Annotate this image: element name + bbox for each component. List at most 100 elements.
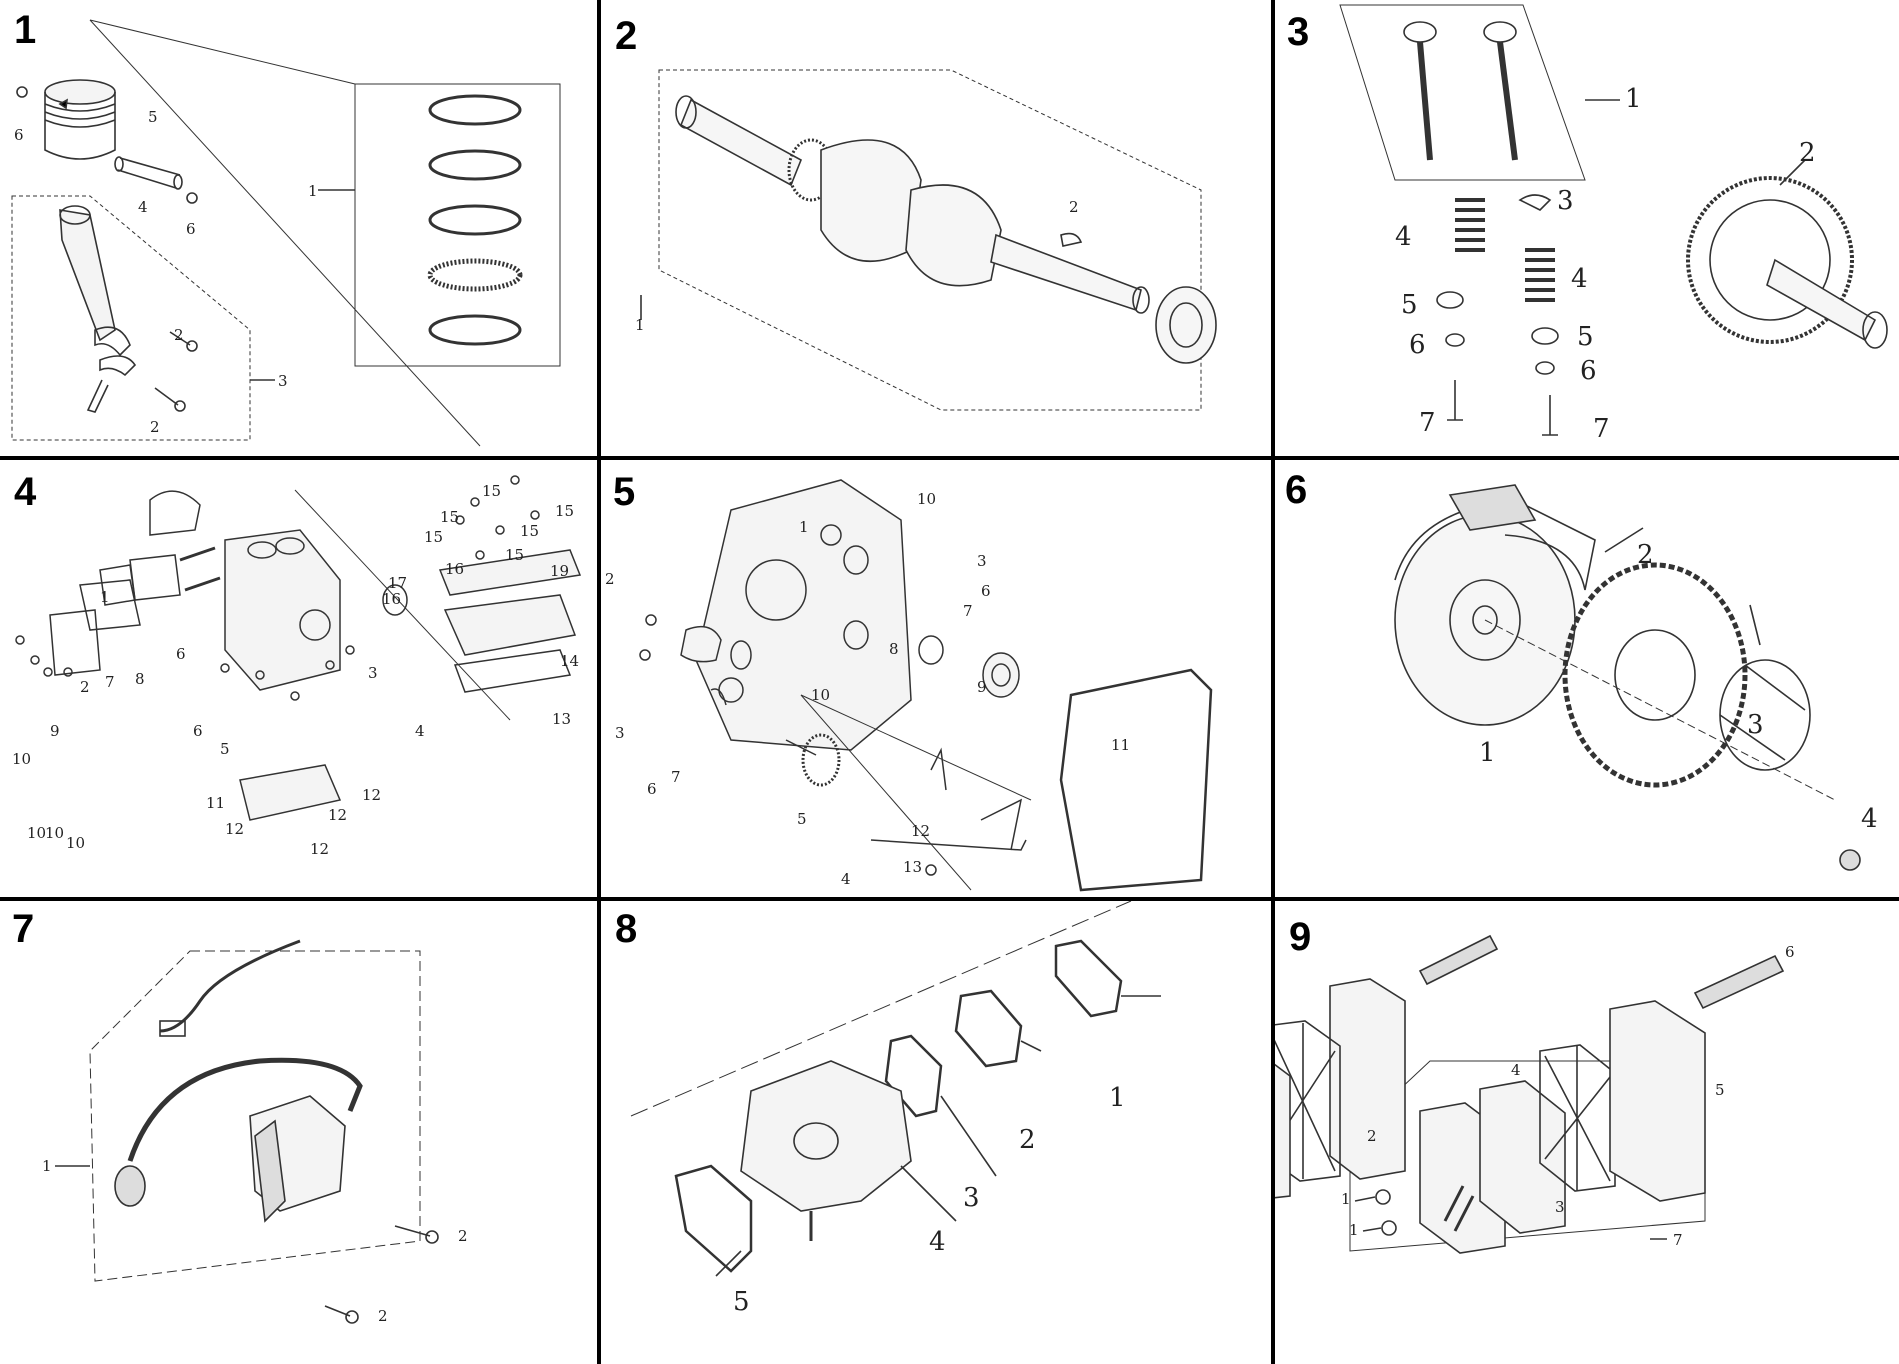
panel-5-crankcase-cover: 5 10 1 3 2 6 7 8 9 3 10 11 6 7 5 12 13 4: [601, 460, 1271, 897]
carburetor-illustration: [630, 901, 1161, 1277]
panel-5-callout: 7: [963, 602, 973, 620]
crankcase-cover-illustration: [639, 479, 1213, 892]
panel-5-callout: 10: [811, 686, 831, 704]
panel-5-callout: 9: [977, 678, 987, 696]
panel-5-callout: 6: [647, 780, 657, 798]
panel-8-callout: 1: [1109, 1083, 1126, 1113]
panel-7-callout: 2: [378, 1307, 388, 1325]
valve-train-illustration: [1339, 4, 1888, 436]
panel-4-callout: 10: [27, 824, 47, 842]
air-filter-parts-illustration: [1354, 954, 1785, 1254]
panel-3-valve-train: 3 1 2 3 4 4 5 5 6 6 7 7: [1275, 0, 1899, 456]
ignition-coil-illustration: [55, 939, 439, 1324]
crankshaft-illustration: [640, 69, 1217, 411]
panel-4-callout: 16: [382, 590, 402, 608]
panel-9-callout: 1: [1341, 1190, 1351, 1208]
panel-5-callout: 2: [605, 570, 615, 588]
panel-6-callout: 2: [1637, 540, 1654, 570]
panel-3-callout: 4: [1571, 264, 1588, 294]
panel-9-callout: 1: [1349, 1221, 1359, 1239]
panel-6-flywheel: 6 2 1 3 4: [1275, 460, 1899, 897]
divider-vertical-left: [597, 0, 601, 1364]
panel-4-callout: 10: [45, 824, 65, 842]
panel-9-callout: 5: [1715, 1081, 1725, 1099]
panel-4-callout: 13: [552, 710, 572, 728]
panel-3-callout: 6: [1409, 330, 1426, 360]
divider-vertical-right: [1271, 0, 1275, 1364]
panel-2-callout: 1: [635, 316, 645, 334]
panel-4-callout: 15: [482, 482, 502, 500]
panel-6-number: 6: [1285, 468, 1308, 512]
panel-4-callout: 17: [388, 574, 408, 592]
panel-4-callout: 15: [555, 502, 575, 520]
panel-8-number: 8: [615, 907, 638, 951]
panel-1-callout: 6: [186, 220, 196, 238]
panel-1-callout: 1: [308, 182, 318, 200]
panel-1-callout: 5: [148, 108, 158, 126]
panel-3-callout: 2: [1799, 138, 1816, 168]
panel-4-callout: 15: [505, 546, 525, 564]
panel-3-callout: 1: [1625, 84, 1642, 114]
panel-4-callout: 12: [225, 820, 245, 838]
panel-4-callout: 10: [66, 834, 86, 852]
panel-7-callout: 2: [458, 1227, 468, 1245]
panel-4-callout: 15: [424, 528, 444, 546]
panel-4-callout: 6: [193, 722, 203, 740]
panel-1-piston-assembly: 1 6 5 1 4 6 2 3 2: [0, 0, 597, 456]
panel-5-number: 5: [613, 470, 636, 514]
panel-4-callout: 11: [206, 794, 226, 812]
panel-8-callout: 3: [963, 1183, 980, 1213]
panel-5-callout: 13: [903, 858, 923, 876]
panel-3-callout: 5: [1401, 290, 1418, 320]
panel-2-callout: 2: [1069, 198, 1079, 216]
panel-3-callout: 7: [1419, 408, 1436, 438]
cylinder-block-illustration: [15, 475, 582, 821]
panel-9-callout: 4: [1511, 1061, 1521, 1079]
panel-3-callout: 5: [1577, 322, 1594, 352]
panel-4-callout: 9: [50, 722, 60, 740]
panel-8-callout: 4: [929, 1227, 946, 1257]
panel-3-callout: 3: [1557, 186, 1574, 216]
panel-4-cylinder-block: 4 15 15 15 15 15 15 17 16 16 19 1 3 14 6…: [0, 460, 597, 897]
panel-8-callout: 5: [733, 1287, 750, 1317]
panel-4-callout: 4: [415, 722, 425, 740]
divider-horizontal-top: [0, 456, 1899, 460]
divider-horizontal-bottom: [0, 897, 1899, 901]
panel-4-callout: 6: [176, 645, 186, 663]
panel-6-callout: 3: [1747, 710, 1764, 740]
panel-5-callout: 12: [911, 822, 931, 840]
panel-9-callout: 3: [1555, 1198, 1565, 1216]
panel-4-callout: 7: [105, 673, 115, 691]
panel-4-callout: 2: [80, 678, 90, 696]
panel-5-callout: 6: [981, 582, 991, 600]
panel-1-callout: 3: [278, 372, 288, 390]
panel-4-callout: 15: [440, 508, 460, 526]
panel-6-callout: 1: [1479, 738, 1496, 768]
panel-1-callout: 6: [14, 126, 24, 144]
panel-5-callout: 4: [841, 870, 851, 888]
panel-7-callout: 1: [42, 1157, 52, 1175]
panel-5-callout: 7: [671, 768, 681, 786]
panel-6-callout: 4: [1861, 804, 1878, 834]
panel-5-callout: 10: [917, 490, 937, 508]
panel-5-callout: 3: [615, 724, 625, 742]
piston-assembly-illustration: [11, 19, 561, 447]
panel-7-number: 7: [12, 907, 35, 951]
panel-4-callout: 3: [368, 664, 378, 682]
panel-2-number: 2: [615, 14, 638, 58]
panel-2-crankshaft: 2 2 1: [601, 0, 1271, 456]
panel-7-ignition-coil: 7 1 2 2: [0, 901, 597, 1364]
panel-1-callout: 4: [138, 198, 148, 216]
panel-4-callout: 1: [100, 588, 110, 606]
panel-3-callout: 6: [1580, 356, 1597, 386]
panel-8-carburetor: 8 1 2 3 4 5: [601, 901, 1271, 1364]
panel-1-callout: 2: [150, 418, 160, 436]
panel-4-callout: 14: [560, 652, 580, 670]
panel-4-callout: 12: [310, 840, 330, 858]
panel-9-air-filter: 9 6 4 5 2 1 1 3 7: [1275, 901, 1899, 1364]
panel-9-callout: 2: [1367, 1127, 1377, 1145]
panel-3-callout: 7: [1593, 414, 1610, 444]
panel-9-number: 9: [1289, 915, 1312, 959]
panel-4-callout: 15: [520, 522, 540, 540]
